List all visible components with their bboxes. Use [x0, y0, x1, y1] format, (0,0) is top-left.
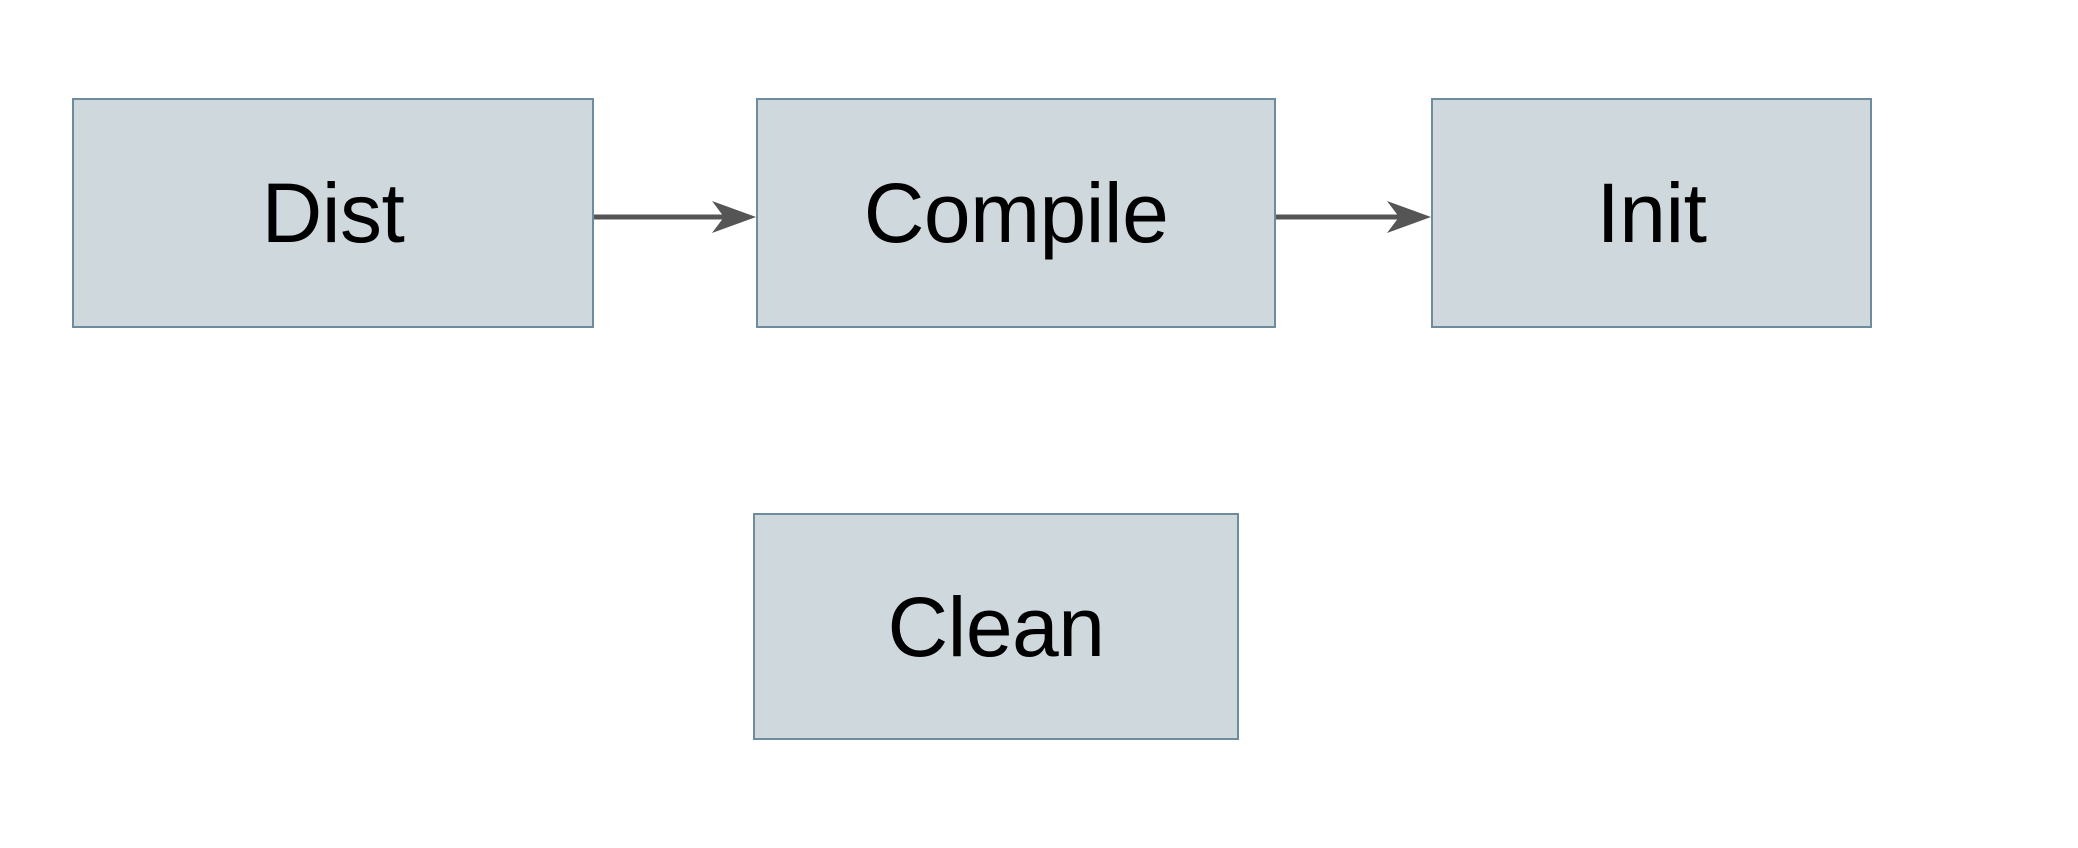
node-dist[interactable]: Dist [72, 98, 594, 328]
node-init-label: Init [1596, 166, 1707, 260]
node-init[interactable]: Init [1431, 98, 1872, 328]
edge-dist-to-compile[interactable] [594, 197, 756, 237]
node-clean-label: Clean [887, 579, 1105, 674]
node-dist-label: Dist [261, 166, 405, 260]
node-clean[interactable]: Clean [753, 513, 1239, 740]
edge-compile-to-init[interactable] [1276, 197, 1431, 237]
arrow-head-icon [712, 201, 756, 233]
arrow-head-icon [1387, 201, 1431, 233]
node-compile[interactable]: Compile [756, 98, 1276, 328]
node-compile-label: Compile [863, 166, 1169, 260]
